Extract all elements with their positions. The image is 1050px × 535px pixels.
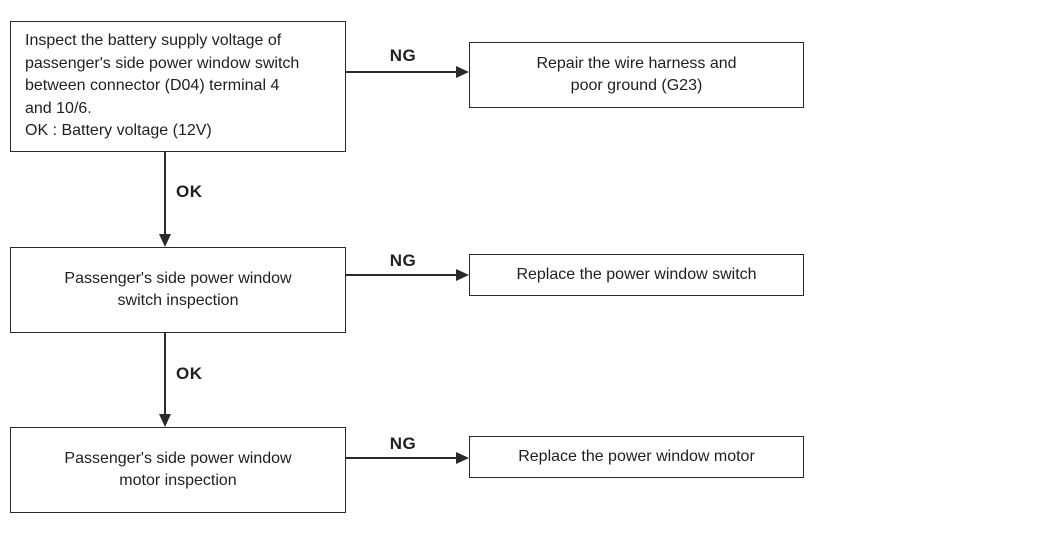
step-text-line: OK : Battery voltage (12V) bbox=[25, 122, 212, 140]
step-box-battery-voltage-inspection: Inspect the battery supply voltage of pa… bbox=[10, 21, 346, 152]
ng-action-text-line: Repair the wire harness and bbox=[536, 54, 737, 72]
arrowhead-right-icon bbox=[456, 452, 469, 464]
ok-connector-line bbox=[164, 333, 166, 416]
ng-connector-line bbox=[346, 71, 457, 73]
ng-action-text-line: Replace the power window motor bbox=[518, 447, 755, 465]
ng-connector-line bbox=[346, 274, 457, 276]
ng-action-text-line: poor ground (G23) bbox=[570, 77, 703, 94]
step-text-line: Passenger's side power window bbox=[64, 269, 292, 287]
arrowhead-down-icon bbox=[159, 414, 171, 427]
step-text-line: switch inspection bbox=[117, 292, 239, 309]
ng-label: NG bbox=[389, 46, 417, 65]
arrowhead-right-icon bbox=[456, 269, 469, 281]
ng-action-box-repair-wire-harness: Repair the wire harness and poor ground … bbox=[469, 42, 804, 108]
ng-connector-line bbox=[346, 457, 457, 459]
step-text-line: Inspect the battery supply voltage of bbox=[25, 32, 282, 50]
ng-action-box-replace-motor: Replace the power window motor bbox=[469, 436, 804, 478]
ng-label: NG bbox=[389, 251, 417, 270]
ok-connector-line bbox=[164, 152, 166, 236]
ng-action-text-line: Replace the power window switch bbox=[516, 265, 757, 283]
step-box-motor-inspection: Passenger's side power window motor insp… bbox=[10, 427, 346, 513]
ng-label: NG bbox=[389, 434, 417, 453]
step-text-line: Passenger's side power window bbox=[64, 449, 292, 467]
step-text-line: motor inspection bbox=[119, 472, 237, 489]
step-text-line: passenger's side power window switch bbox=[25, 54, 300, 72]
ok-label: OK bbox=[176, 182, 203, 201]
ng-action-box-replace-switch: Replace the power window switch bbox=[469, 254, 804, 296]
arrowhead-down-icon bbox=[159, 234, 171, 247]
step-box-switch-inspection: Passenger's side power window switch ins… bbox=[10, 247, 346, 333]
arrowhead-right-icon bbox=[456, 66, 469, 78]
step-text-line: and 10/6. bbox=[25, 99, 92, 117]
ok-label: OK bbox=[176, 364, 203, 383]
step-text-line: between connector (D04) terminal 4 bbox=[25, 77, 280, 95]
